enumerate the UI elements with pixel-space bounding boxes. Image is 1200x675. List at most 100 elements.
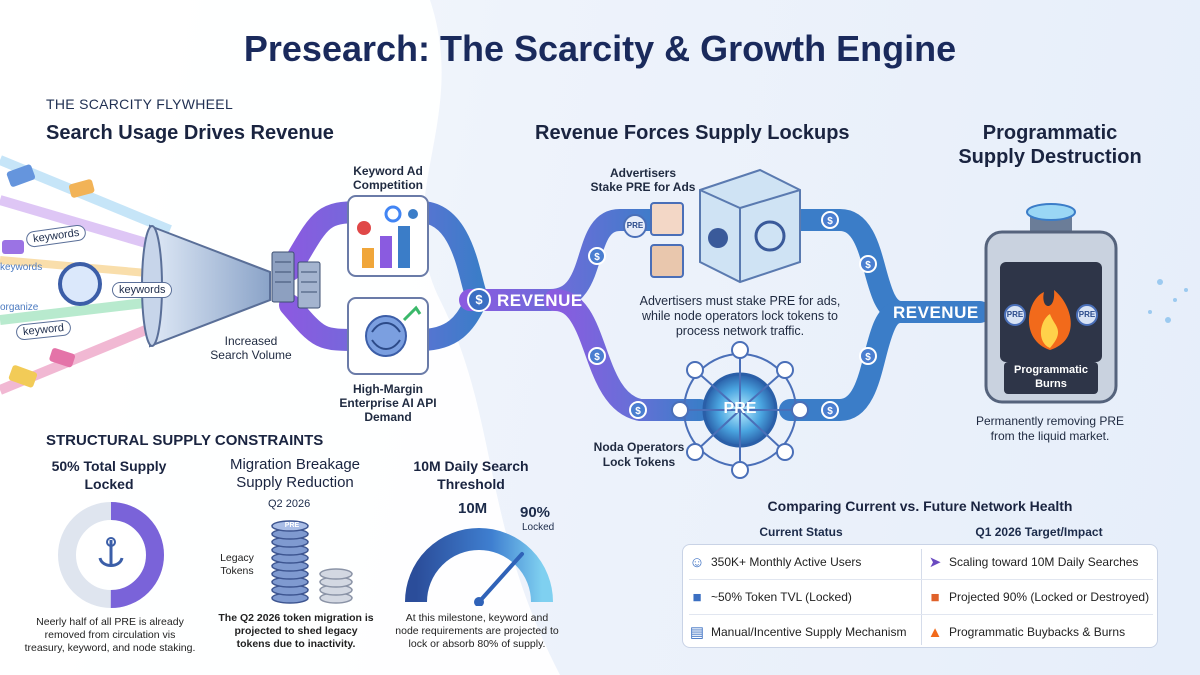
revenue-label-1: REVENUE — [497, 291, 583, 310]
keyword-ad-line1: Keyword Ad — [353, 164, 423, 178]
stage3-heading-line2: Supply Destruction — [958, 146, 1142, 168]
target-impact-cell: Programmatic Buybacks & Burns — [949, 625, 1126, 639]
lock-icon: ■ — [930, 588, 940, 606]
stage3-heading-line1: Programmatic — [982, 122, 1118, 144]
enterprise-line2: Enterprise AI API — [339, 396, 437, 410]
column-divider — [921, 549, 922, 645]
stat3-gauge — [405, 528, 553, 606]
stat3-title-line2: Threshold — [437, 476, 505, 492]
row-divider — [689, 579, 1153, 580]
comparison-table: ☺ 350K+ Monthly Active Users ➤ Scaling tow… — [682, 544, 1158, 648]
page-title: Presearch: The Scarcity & Growth Engine — [243, 28, 957, 69]
stat2-desc-line3: tokens due to inactivity. — [236, 638, 356, 650]
burn-pre-coin: PRE — [1076, 304, 1098, 326]
stat3-locked-value: 90% — [520, 504, 551, 521]
stage2-heading: Revenue Forces Supply Lockups — [535, 122, 850, 144]
stat3-gauge-value: 10M — [458, 500, 488, 517]
burn-note-line2: from the liquid market. — [990, 429, 1110, 443]
stage1-heading: Search Usage Drives Revenue — [46, 122, 334, 144]
stat2-date: Q2 2026 — [268, 498, 311, 510]
lockup-note-line3: process network traffic. — [675, 324, 805, 338]
current-status-cell: ~50% Token TVL (Locked) — [711, 590, 852, 604]
stat1-title-line1: 50% Total Supply — [51, 458, 167, 474]
svg-text:$: $ — [865, 260, 871, 271]
burn-pre-coin: PRE — [1004, 304, 1026, 326]
revenue-label-2: REVENUE — [893, 303, 979, 322]
stat3-title-line1: 10M Daily Search — [413, 458, 529, 474]
stat2-desc-line2: projected to shed legacy — [234, 625, 358, 637]
node-ops-line1: Noda Operators — [593, 440, 685, 454]
stat2-title-line1: Migration Breakage — [229, 456, 361, 473]
lock-icon: ■ — [692, 588, 702, 606]
keyword-tag: organize — [0, 302, 39, 313]
advertiser-avatar — [650, 244, 684, 278]
revenue-coin-icon: $ — [467, 288, 491, 312]
table-row: ☺ 350K+ Monthly Active Users ➤ Scaling tow… — [683, 545, 1159, 579]
burn-label-plate — [1004, 362, 1098, 394]
brain-search-icon — [58, 262, 102, 306]
burn-furnace-illustration — [984, 203, 1118, 404]
increased-search-line1: Increased — [224, 334, 278, 348]
rocket-icon: ➤ — [928, 554, 942, 571]
svg-text:$: $ — [594, 352, 600, 363]
burn-label-line2: Burns — [1035, 378, 1067, 390]
current-status-cell: Manual/Incentive Supply Mechanism — [711, 625, 907, 639]
vault-illustration — [699, 168, 801, 284]
svg-text:$: $ — [594, 252, 600, 263]
pre-coin-icon: PRE — [623, 214, 647, 238]
burn-note-line1: Permanently removing PRE — [975, 414, 1125, 428]
increased-search-line2: Search Volume — [210, 348, 292, 362]
target-impact-cell: Projected 90% (Locked or Destroyed) — [949, 590, 1150, 604]
svg-text:$: $ — [827, 406, 833, 417]
table-row: ▤ Manual/Incentive Supply Mechanism ▲ Prog… — [683, 615, 1159, 649]
constraints-section-label: STRUCTURAL SUPPLY CONSTRAINTS — [46, 432, 324, 449]
stat1-title-line2: Locked — [84, 476, 134, 492]
stat2-desc-line1: The Q2 2026 token migration is — [218, 612, 374, 624]
enterprise-line1: High-Margin — [353, 382, 423, 396]
comparison-col1-header: Current Status — [759, 525, 843, 539]
advertisers-line2: Stake PRE for Ads — [590, 180, 696, 194]
stat1-desc-line2: removed from circulation vis — [44, 629, 176, 641]
table-row: ■ ~50% Token TVL (Locked) ■ Projected 90% … — [683, 580, 1159, 614]
node-ops-line2: Lock Tokens — [602, 455, 676, 469]
flame-icon: ▲ — [927, 623, 943, 641]
advertiser-avatar — [650, 202, 684, 236]
settings-panel-icon: ▤ — [689, 624, 705, 641]
keyword-ad-line2: Competition — [353, 178, 423, 192]
coin-stack-illustration — [271, 520, 353, 604]
pre-network-hub — [671, 341, 809, 479]
svg-text:$: $ — [865, 352, 871, 363]
lockup-note-line2: while node operators lock tokens to — [642, 309, 838, 323]
svg-text:$: $ — [635, 406, 641, 417]
stat1-donut — [58, 502, 164, 608]
stat3-desc-line2: node requirements are projected to — [395, 625, 559, 637]
svg-text:$: $ — [827, 216, 833, 227]
comparison-heading: Comparing Current vs. Future Network Hea… — [767, 498, 1073, 514]
enterprise-line3: Demand — [364, 410, 412, 424]
stat2-legacy-line1: Legacy — [220, 552, 254, 564]
current-status-cell: 350K+ Monthly Active Users — [711, 555, 862, 569]
flywheel-section-label: THE SCARCITY FLYWHEEL — [46, 96, 234, 112]
lockup-note-line1: Advertisers must stake PRE for ads, — [639, 294, 841, 308]
search-streaks — [0, 155, 172, 395]
stat3-locked-label: Locked — [522, 522, 555, 533]
users-icon: ☺ — [689, 553, 705, 571]
stat1-desc-line1: Neerly half of all PRE is already — [36, 616, 184, 628]
comparison-col2-header: Q1 2026 Target/Impact — [975, 525, 1103, 539]
stat2-coin-label: PRE — [284, 522, 300, 529]
target-impact-cell: Scaling toward 10M Daily Searches — [949, 555, 1139, 569]
keyword-tag: keywords — [0, 262, 43, 273]
stat3-desc-line1: At this milestone, keyword and — [405, 612, 549, 624]
stat2-legacy-line2: Tokens — [220, 565, 254, 577]
server-rack-illustration — [271, 251, 321, 309]
row-divider — [689, 614, 1153, 615]
advertisers-line1: Advertisers — [609, 166, 677, 180]
pre-hub-label: PRE — [723, 400, 757, 417]
stat2-title-line2: Supply Reduction — [236, 474, 354, 491]
keyword-tag: keywords — [112, 282, 173, 298]
stat3-desc-line3: lock or absorb 80% of supply. — [408, 638, 546, 650]
burn-label-line1: Programmatic — [1014, 364, 1088, 376]
stat1-desc-line3: treasury, keyword, and node staking. — [24, 642, 196, 654]
